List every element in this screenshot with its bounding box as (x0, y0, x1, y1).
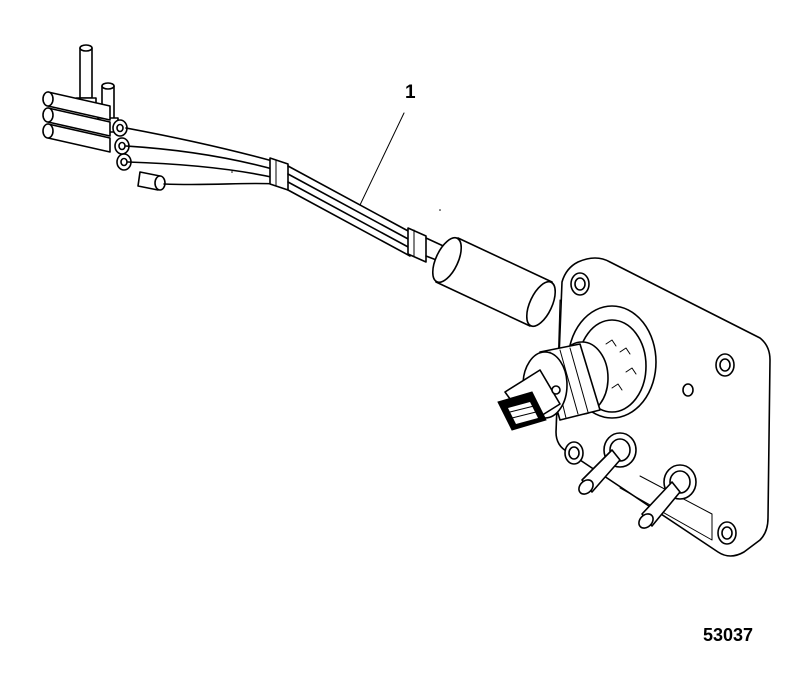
figure-number: 53037 (703, 625, 754, 645)
speck (439, 209, 441, 211)
speck (231, 171, 233, 173)
toggle-switches (578, 432, 697, 529)
harness-sleeve (431, 236, 557, 328)
harness-wires (125, 127, 453, 267)
callout-number: 1 (405, 82, 416, 103)
callout-leader-line (359, 112, 405, 206)
harness-plug (497, 341, 609, 431)
bullet-connectors (42, 44, 166, 191)
